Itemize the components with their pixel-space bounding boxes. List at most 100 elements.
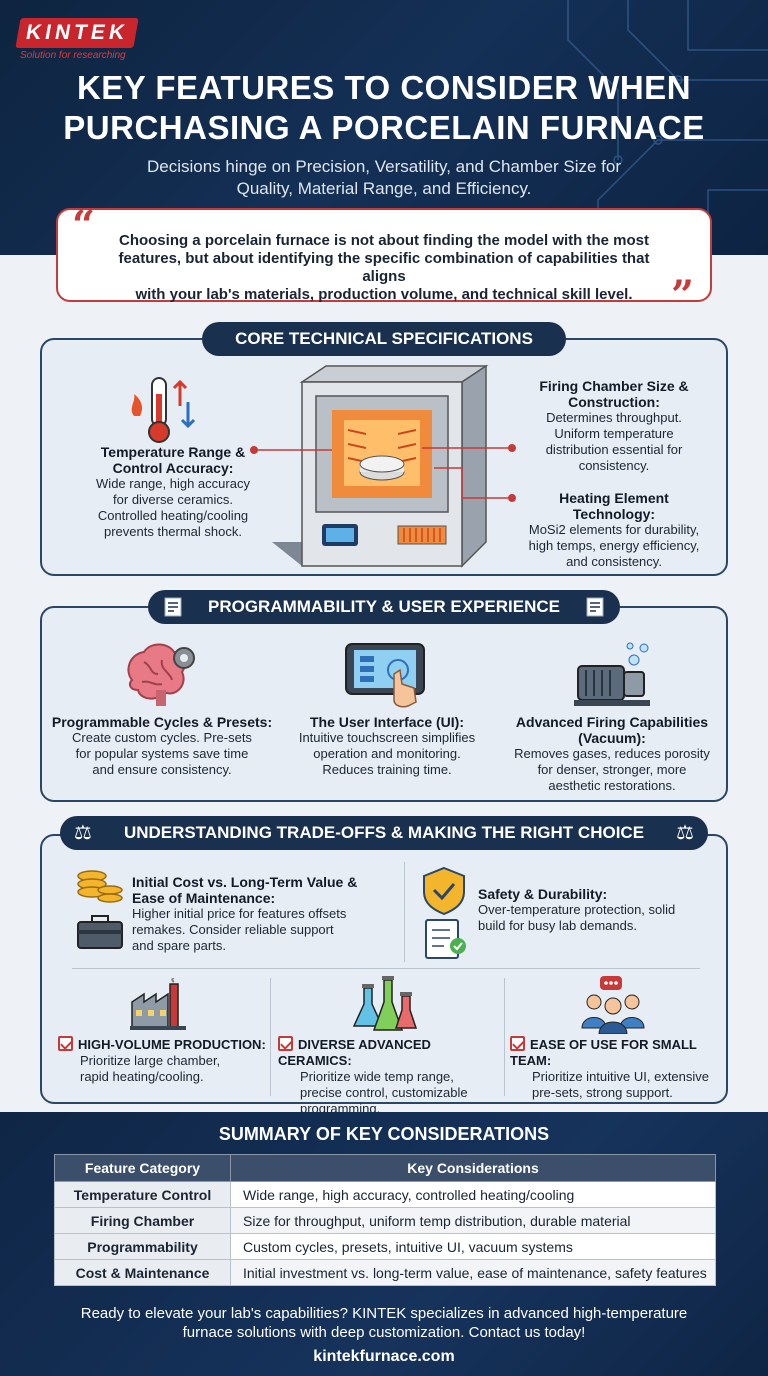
heating-text-3: and consistency.	[566, 554, 662, 569]
tradeoffs-heading: UNDERSTANDING TRADE-OFFS & MAKING THE RI…	[60, 816, 708, 850]
tradeoffs-panel: Initial Cost vs. Long-Term Value & Ease …	[40, 834, 728, 1116]
temp-title-2: Control Accuracy:	[112, 460, 234, 476]
row-considerations: Initial investment vs. long-term value, …	[230, 1259, 716, 1286]
quote-line-2: features, but about identifying the spec…	[118, 250, 650, 285]
vacuum-text-2: for denser, stronger, more	[537, 762, 687, 777]
chamber-text-4: consistency.	[578, 458, 650, 473]
ui-title: The User Interface (UI):	[309, 714, 465, 730]
cta-line-2: furnace solutions with deep customizatio…	[182, 1324, 586, 1341]
heating-title-1: Heating Element	[559, 490, 669, 506]
subtitle-line-2: Quality, Material Range, and Efficiency.	[236, 179, 532, 198]
open-quote-icon: “	[72, 202, 96, 249]
high-volume-text-1: Prioritize large chamber,	[80, 1053, 221, 1068]
ui-text-3: Reduces training time.	[322, 762, 452, 777]
logo-text: KINTEK	[15, 18, 139, 48]
diverse-title-text: DIVERSE ADVANCED CERAMICS:	[278, 1037, 431, 1068]
temp-text-4: prevents thermal shock.	[103, 524, 242, 539]
cycles-title: Programmable Cycles & Presets:	[51, 714, 273, 730]
cost-text-2: remakes. Consider reliable support	[132, 922, 334, 937]
title-line-1: KEY FEATURES TO CONSIDER WHEN	[76, 69, 692, 106]
vacuum-text-3: aesthetic restorations.	[548, 778, 676, 793]
vacuum-title-1: Advanced Firing Capabilities	[515, 714, 709, 730]
logo-tagline: Solution for researching	[20, 50, 126, 61]
ease-text-2: pre-sets, strong support.	[532, 1085, 673, 1100]
chamber-title-2: Construction:	[568, 394, 660, 410]
connector-lines	[250, 444, 516, 502]
safety-title: Safety & Durability:	[478, 886, 608, 902]
document-icon	[164, 597, 182, 617]
divider	[270, 978, 271, 1096]
page-subtitle: Decisions hinge on Precision, Versatilit…	[60, 156, 708, 200]
programmability-panel: Programmable Cycles & Presets: Create cu…	[40, 606, 728, 802]
checkbox-icon	[510, 1036, 525, 1051]
table-row: Temperature Control Wide range, high acc…	[54, 1181, 716, 1208]
high-volume-title-text: HIGH-VOLUME PRODUCTION:	[78, 1037, 266, 1052]
temp-text-2: for diverse ceramics.	[113, 492, 233, 507]
document-icon	[586, 597, 604, 617]
scale-icon: ⚖	[676, 822, 694, 844]
vacuum-block: Advanced Firing Capabilities (Vacuum): R…	[496, 714, 728, 794]
temperature-block: Temperature Range & Control Accuracy: Wi…	[68, 444, 278, 540]
cost-block: Initial Cost vs. Long-Term Value & Ease …	[132, 874, 432, 954]
diverse-ceramics-block: DIVERSE ADVANCED CERAMICS: Prioritize wi…	[278, 1036, 504, 1117]
heating-text-1: MoSi2 elements for durability,	[528, 522, 700, 537]
summary-title: SUMMARY OF KEY CONSIDERATIONS	[218, 1124, 550, 1144]
divider	[72, 968, 700, 969]
table-row: Programmability Custom cycles, presets, …	[54, 1233, 716, 1260]
safety-block: Safety & Durability: Over-temperature pr…	[478, 886, 724, 934]
scale-icon: ⚖	[74, 822, 92, 844]
chamber-title-1: Firing Chamber Size &	[539, 378, 689, 394]
ease-text-1: Prioritize intuitive UI, extensive	[532, 1069, 710, 1084]
row-considerations: Size for throughput, uniform temp distri…	[230, 1207, 716, 1234]
programmability-heading: PROGRAMMABILITY & USER EXPERIENCE	[148, 590, 620, 624]
temp-text-3: Controlled heating/cooling	[97, 508, 249, 523]
table-row: Firing Chamber Size for throughput, unif…	[54, 1207, 716, 1234]
shield-checklist-icon	[423, 866, 466, 959]
quote-line-3: with your lab's materials, production vo…	[135, 286, 633, 303]
quote-box: “ Choosing a porcelain furnace is not ab…	[56, 202, 712, 316]
website-link[interactable]: kintekfurnace.com	[313, 1348, 455, 1365]
divider	[504, 978, 505, 1096]
factory-icon	[130, 978, 186, 1030]
ui-block: The User Interface (UI): Intuitive touch…	[278, 714, 496, 778]
cost-text-1: Higher initial price for features offset…	[132, 906, 347, 921]
row-category: Programmability	[54, 1233, 231, 1260]
high-volume-title: HIGH-VOLUME PRODUCTION:	[58, 1036, 268, 1053]
chamber-block: Firing Chamber Size & Construction: Dete…	[504, 378, 724, 474]
cta-line-1: Ready to elevate your lab's capabilities…	[80, 1305, 688, 1322]
cycles-text-3: and ensure consistency.	[92, 762, 232, 777]
furnace-illustration	[272, 364, 489, 568]
row-category: Cost & Maintenance	[54, 1259, 231, 1286]
summary-section: SUMMARY OF KEY CONSIDERATIONS Feature Ca…	[0, 1112, 768, 1376]
core-specs-heading: CORE TECHNICAL SPECIFICATIONS	[202, 322, 566, 356]
row-category: Temperature Control	[54, 1181, 231, 1208]
high-volume-block: HIGH-VOLUME PRODUCTION: Prioritize large…	[58, 1036, 268, 1085]
vacuum-text-1: Removes gases, reduces porosity	[514, 746, 710, 761]
row-considerations: Wide range, high accuracy, controlled he…	[230, 1181, 716, 1208]
row-category: Firing Chamber	[54, 1207, 231, 1234]
chamber-text-1: Determines throughput.	[546, 410, 682, 425]
cost-title-2: Ease of Maintenance:	[132, 890, 276, 906]
ease-of-use-block: EASE OF USE FOR SMALL TEAM: Prioritize i…	[510, 1036, 728, 1101]
kintek-logo: KINTEK Solution for researching	[15, 18, 150, 61]
cost-title-1: Initial Cost vs. Long-Term Value &	[132, 874, 358, 890]
coins-toolbox-icon	[77, 870, 123, 949]
table-header-row: Feature Category Key Considerations	[54, 1154, 716, 1182]
cycles-text-1: Create custom cycles. Pre-sets	[72, 730, 252, 745]
cycles-text-2: for popular systems save time	[75, 746, 249, 761]
thermometer-icon	[131, 377, 196, 443]
lab-flasks-icon	[352, 976, 418, 1031]
core-specs-panel: Temperature Range & Control Accuracy: Wi…	[40, 338, 728, 576]
temp-text-1: Wide range, high accuracy	[96, 476, 250, 491]
checkbox-icon	[278, 1036, 293, 1051]
ui-text-2: operation and monitoring.	[313, 746, 461, 761]
summary-table: Feature Category Key Considerations Temp…	[54, 1154, 716, 1286]
column-header-considerations: Key Considerations	[230, 1154, 716, 1182]
diverse-title: DIVERSE ADVANCED CERAMICS:	[278, 1036, 504, 1069]
diverse-text-1: Prioritize wide temp range,	[300, 1069, 454, 1084]
team-icon	[581, 976, 645, 1034]
safety-text-1: Over-temperature protection, solid	[478, 902, 676, 917]
temp-title-1: Temperature Range &	[100, 444, 246, 460]
call-to-action: Ready to elevate your lab's capabilities…	[40, 1304, 728, 1342]
title-line-2: PURCHASING A PORCELAIN FURNACE	[63, 109, 705, 146]
